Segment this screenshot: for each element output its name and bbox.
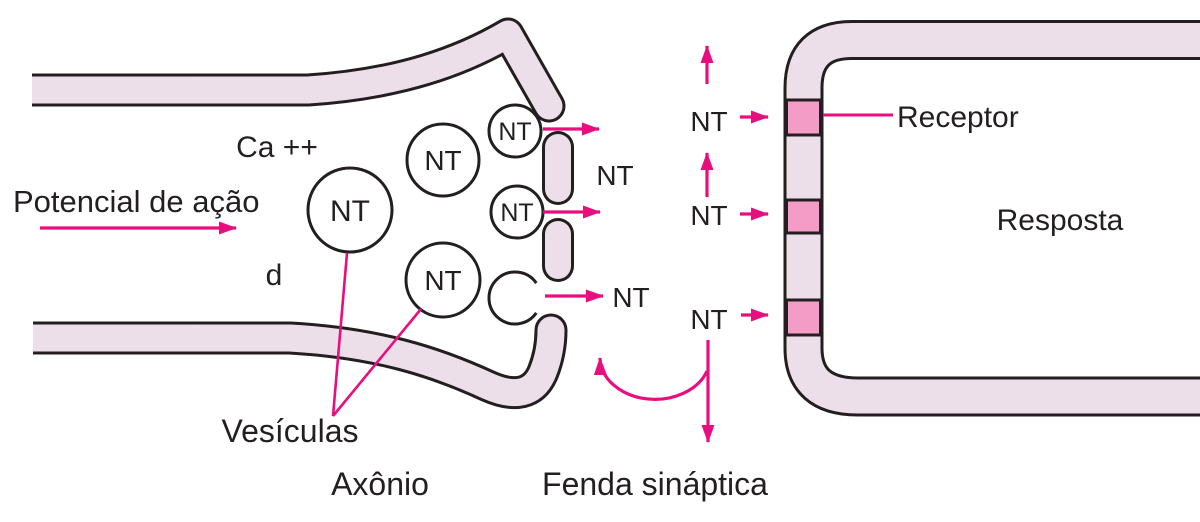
vesicle-lower-middle [404,241,482,319]
vesicles-pointer-line-1 [331,252,349,417]
synaptic-cleft-label: Fenda sináptica [542,466,768,502]
axon-bottom-membrane-fill-bend [186,316,565,407]
arrows-group [40,45,893,443]
vesicle-nt-label: NT [500,199,533,227]
receptor-3 [785,298,822,337]
vesicles-pointer-line-2 [331,308,423,417]
d-label: d [266,259,283,292]
receptor-label: Receptor [897,101,1019,134]
vesicle-docked-top [487,103,543,159]
receptor-1 [785,98,822,137]
axon-top-membrane-fill-bend [186,20,563,120]
response-label: Resposta [997,204,1124,237]
presynaptic-axon [32,17,574,410]
cleft-nt-label-upper: NT [596,160,633,191]
vesicle-nt-label: NT [424,265,461,296]
cleft-nt-label-c: NT [690,304,727,335]
cleft-nt-label-a: NT [690,106,727,137]
receptor-2 [785,198,822,235]
postsynaptic-cell [783,20,1200,417]
vesicle-nt-label: NT [498,118,531,146]
cleft-nt-label-b: NT [690,200,727,231]
text-labels: Potencial de ação Ca ++ d Vesículas Axôn… [13,101,1124,502]
vesicle-nt-label: NT [424,145,461,176]
axon-label: Axônio [331,466,429,502]
calcium-label: Ca ++ [236,131,318,164]
vesicle-nt-label: NT [330,195,370,228]
nt-reuptake-curved-arrow [593,357,709,401]
vesicle-large [306,166,394,254]
vesicle-upper-middle [405,122,481,198]
vesicle-fusing-open [487,270,538,326]
vesicles-label: Vesículas [222,413,359,449]
action-potential-label: Potencial de ação [13,184,259,219]
cleft-nt-label-lower: NT [612,282,649,313]
vesicle-nt-labels: NT NT NT NT NT [330,118,534,296]
vesicles-group [306,103,545,326]
